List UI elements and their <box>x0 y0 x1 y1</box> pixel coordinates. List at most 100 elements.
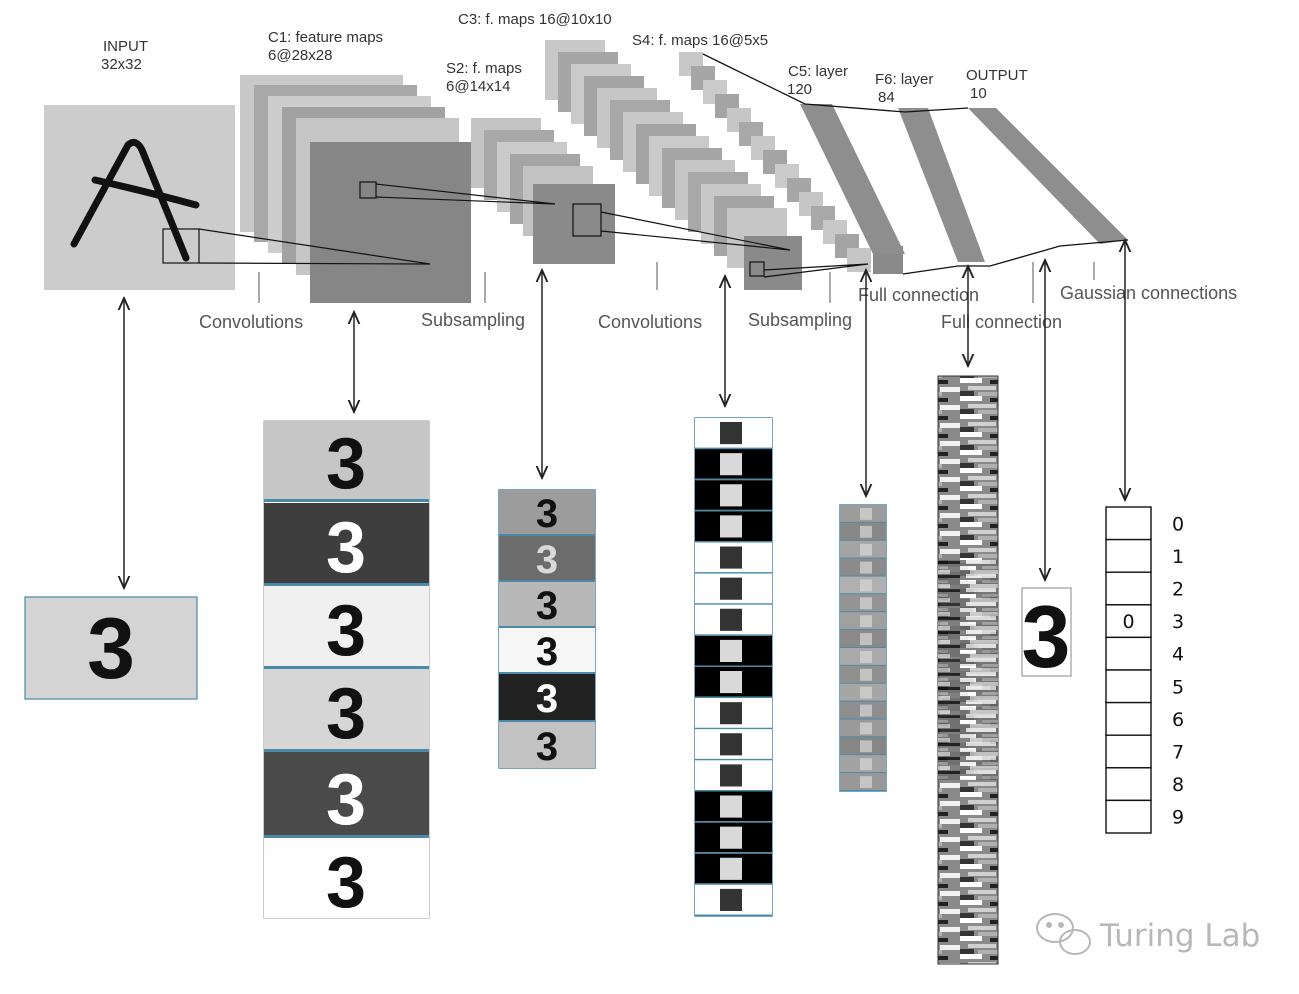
c3-map-divider <box>695 603 772 605</box>
c3-map-blob <box>720 422 742 445</box>
c3-map-blob <box>720 702 742 725</box>
c3-map-blob <box>720 764 742 787</box>
c3-map-divider <box>695 634 772 636</box>
s4-map-divider <box>840 539 886 541</box>
input-letter-a-bar <box>91 176 200 209</box>
output-cell <box>1105 799 1152 834</box>
svg-text:3: 3 <box>326 843 366 923</box>
s4-map-strips <box>840 505 886 791</box>
svg-text:3: 3 <box>536 538 558 582</box>
c3-map-blob <box>720 515 742 538</box>
c3-map-divider <box>695 572 772 574</box>
input-title: INPUT <box>103 38 148 55</box>
output-label: 1 <box>1172 546 1184 568</box>
output-cell <box>1105 604 1152 639</box>
c3-map-divider <box>695 478 772 481</box>
svg-text:3: 3 <box>536 677 558 721</box>
op-full-connection-2: Full connection <box>941 312 1062 332</box>
input-activation: 3 <box>24 596 198 700</box>
input-size: 32x32 <box>101 56 142 73</box>
s4-map-blob <box>860 525 872 538</box>
svg-text:3: 3 <box>326 508 366 588</box>
c3-map-divider <box>695 447 772 450</box>
s4-map-divider <box>840 664 886 666</box>
s4-map-divider <box>840 790 886 791</box>
op-full-connection-1: Full connection <box>858 285 979 305</box>
c3-map-divider <box>695 852 772 854</box>
f6-size: 84 <box>878 89 895 106</box>
s4-map-divider <box>840 521 886 523</box>
s4-map-blob <box>860 508 872 520</box>
c3-map-blob <box>720 577 742 600</box>
input-letter-a <box>70 138 190 262</box>
c5-size: 120 <box>787 81 812 98</box>
c1-title: C1: feature maps <box>268 29 383 46</box>
s4-map-blob <box>860 633 872 645</box>
op-convolutions-1: Convolutions <box>199 312 303 332</box>
input-digit: 3 <box>87 601 135 697</box>
output-label: 5 <box>1172 676 1184 698</box>
c3-map-divider <box>695 696 772 699</box>
s4-map-blob <box>860 776 872 788</box>
output-label: 9 <box>1172 807 1184 829</box>
s4-map-divider <box>840 682 886 684</box>
output-title: OUTPUT <box>966 67 1028 84</box>
operation-labels: Convolutions Subsampling Convolutions Su… <box>199 283 1237 332</box>
s4-map-blob <box>860 758 872 771</box>
s4-map-blob <box>860 686 872 699</box>
svg-text:3: 3 <box>536 492 558 536</box>
f6-activation: 3 <box>1021 587 1072 686</box>
architecture-figure: INPUT 32x32 C1: feature maps 6@28x28 <box>44 11 1237 332</box>
s4-map-divider <box>840 593 886 595</box>
c3-map-blob <box>720 795 742 818</box>
output-cell <box>1105 571 1152 606</box>
s4-map-divider <box>840 611 886 613</box>
s4-map-divider <box>840 700 886 702</box>
s4-map-divider <box>840 557 886 559</box>
s4-map-divider <box>840 772 886 774</box>
s4-map-blob <box>860 651 872 663</box>
c3-map-divider <box>695 727 772 730</box>
output-cell <box>1105 734 1152 769</box>
f6-layer <box>898 108 985 262</box>
watermark-text: Turing Lab <box>1099 918 1260 954</box>
c1-feature-maps: C1: feature maps 6@28x28 <box>198 29 471 303</box>
s4-title: S4: f. maps 16@5x5 <box>632 32 768 49</box>
output-label: 4 <box>1172 644 1184 666</box>
s4-map-blob <box>860 615 872 628</box>
s4-map-blob <box>860 740 872 753</box>
s4-map-divider <box>840 629 886 631</box>
c3-map-blob <box>720 888 742 911</box>
rbf-digit: 3 <box>1022 587 1071 686</box>
output-cell <box>1105 701 1152 736</box>
svg-text:3: 3 <box>326 424 366 504</box>
s4-map-blob <box>860 561 872 574</box>
s4-map-divider <box>840 754 886 756</box>
c5-title: C5: layer <box>788 63 848 80</box>
c3-map-blob <box>720 671 742 694</box>
c1-size: 6@28x28 <box>268 47 332 64</box>
wechat-logo-icon <box>1036 913 1091 955</box>
s2-feature-maps: S2: f. maps 6@14x14 <box>375 60 615 264</box>
c3-map-divider <box>695 665 772 667</box>
output-active-value: 0 <box>1122 611 1134 633</box>
operation-ticks <box>258 262 1095 303</box>
op-subsampling-2: Subsampling <box>748 310 852 330</box>
c3-map-blob <box>720 453 742 476</box>
receptive-field <box>162 228 200 264</box>
s4-map-divider <box>840 736 886 738</box>
c3-map-blob <box>720 639 742 662</box>
c3-map-blob <box>720 546 742 569</box>
c3-map-blob <box>720 733 742 756</box>
output-label: 3 <box>1172 611 1184 633</box>
c3-feature-maps: C3: f. maps 16@10x10 <box>458 11 802 290</box>
c3-map-blob <box>720 484 742 507</box>
svg-text:3: 3 <box>326 674 366 754</box>
c3-map-divider <box>695 509 772 512</box>
s4-map-blob <box>860 668 872 681</box>
c1-activation-maps: 3 3 3 3 3 3 <box>263 420 430 923</box>
s4-map-blob <box>860 722 872 735</box>
c3-title: C3: f. maps 16@10x10 <box>458 11 612 28</box>
output-size: 10 <box>970 85 987 102</box>
